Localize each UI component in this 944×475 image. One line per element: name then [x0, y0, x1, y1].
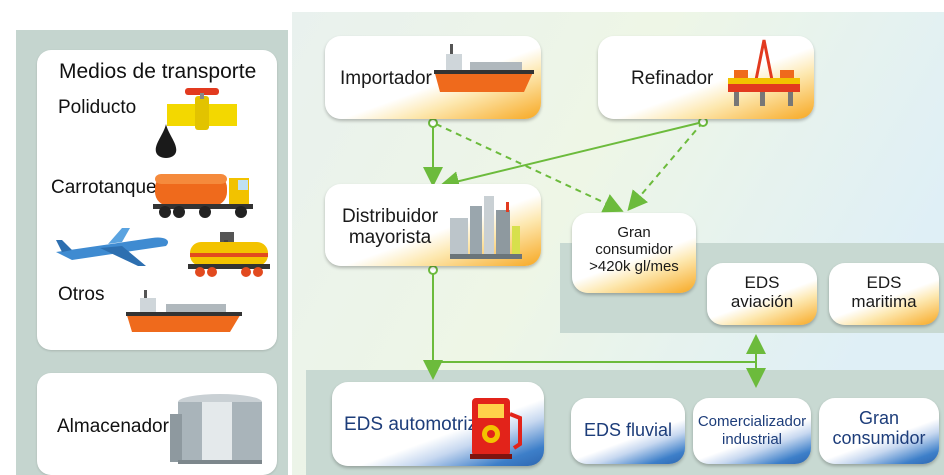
ship-icon [434, 44, 534, 92]
refinery-icon [450, 196, 522, 259]
transport-item-carrotanque: Carrotanque [51, 177, 157, 198]
eds-maritima-label: EDS maritima [829, 273, 939, 311]
arrow-importador-gran-consumidor [435, 123, 624, 213]
oil-rig-icon [728, 39, 800, 106]
comercializador-label: Comercializador industrial [693, 413, 811, 449]
node-refinador [598, 36, 814, 119]
eds-maritima-line2: maritima [851, 292, 917, 311]
node-gran-consumidor [819, 398, 939, 464]
eds-automotriz-label: EDS automotriz [344, 414, 478, 435]
importador-label: Importador [340, 68, 432, 89]
eds-aviacion-line2: aviación [730, 292, 794, 311]
gran-consumidor-top-label: Gran consumidor >420k gl/mes [572, 224, 696, 275]
distribuidor-label: Distribuidor mayorista [340, 206, 440, 248]
airplane-icon [56, 228, 169, 266]
rail-tank-car-icon [188, 232, 270, 277]
gran-consumidor-bottom-line2: consumidor [832, 428, 926, 448]
fuel-pump-icon [470, 398, 522, 459]
eds-fluvial-label: EDS fluvial [583, 420, 673, 440]
distribuidor-line2: mayorista [348, 227, 432, 248]
node-eds-fluvial [571, 398, 685, 464]
comercializador-line1: Comercializador [697, 413, 807, 430]
gran-consumidor-bottom-line1: Gran [858, 408, 900, 428]
transport-title: Medios de transporte [59, 60, 257, 83]
tanker-truck-icon [153, 174, 253, 218]
node-gran-consumidor-420k [572, 213, 696, 293]
eds-aviacion-line1: EDS [744, 273, 780, 292]
arrow-refinador-gran-consumidor [627, 121, 704, 212]
storage-tank-icon [170, 394, 262, 464]
oil-drop-icon [155, 124, 177, 158]
eds-aviacion-label: EDS aviación [707, 273, 817, 311]
node-comercializador-industrial [693, 398, 811, 464]
gran-consumidor-top-line2: consumidor [595, 241, 673, 258]
gran-consumidor-top-line3: >420k gl/mes [589, 258, 679, 275]
transport-item-poliducto: Poliducto [58, 97, 137, 118]
distribuidor-line1: Distribuidor [341, 206, 439, 227]
node-eds-aviacion [707, 263, 817, 325]
refinador-label: Refinador [631, 68, 714, 89]
arrow-refinador-distribuidor [439, 121, 704, 191]
gran-consumidor-bottom-label: Gran consumidor [819, 408, 939, 448]
gran-consumidor-top-line1: Gran [617, 224, 651, 241]
storage-label: Almacenador [57, 416, 169, 437]
transport-item-otros: Otros [58, 284, 105, 305]
comercializador-line2: industrial [721, 431, 783, 448]
valve-icon [167, 88, 237, 130]
node-eds-maritima [829, 263, 939, 325]
ship-icon [126, 290, 242, 332]
eds-maritima-line1: EDS [866, 273, 902, 292]
